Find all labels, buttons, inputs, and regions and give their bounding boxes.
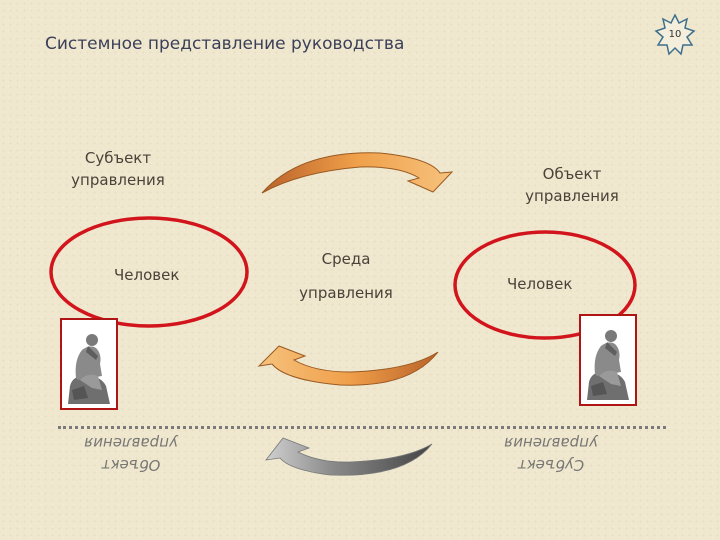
- right-mirrored-line1: Субъект: [517, 456, 585, 474]
- bottom-curved-arrow: [257, 345, 439, 386]
- left-mirrored-label: Объект управления: [66, 432, 196, 476]
- object-heading-line1: Объект: [542, 165, 602, 183]
- thinker-statue-icon: [581, 316, 635, 404]
- right-mirrored-line2: управления: [504, 434, 598, 452]
- right-mirrored-label: Субъект управления: [486, 432, 616, 476]
- object-person-label: Человек: [507, 275, 573, 293]
- top-curved-arrow: [261, 152, 454, 194]
- subject-ellipse: [49, 216, 249, 328]
- object-ellipse: [453, 230, 637, 340]
- subject-heading-line2: управления: [71, 171, 165, 189]
- subject-heading: Субъект управления: [62, 147, 174, 191]
- page-number: 10: [668, 29, 682, 40]
- environment-label-line2: управления: [299, 284, 393, 302]
- object-heading: Объект управления: [512, 163, 632, 207]
- right-thinker-image: [579, 314, 637, 406]
- reflection-divider: [58, 426, 666, 429]
- subject-heading-line1: Субъект: [84, 149, 152, 167]
- subject-person-label: Человек: [114, 266, 180, 284]
- thinker-statue-icon: [62, 320, 116, 408]
- left-mirrored-line1: Объект: [101, 456, 161, 474]
- star-badge-icon: [654, 13, 696, 56]
- left-mirrored-line2: управления: [84, 434, 178, 452]
- object-heading-line2: управления: [525, 187, 619, 205]
- left-thinker-image: [60, 318, 118, 410]
- environment-label: Среда управления: [288, 248, 404, 304]
- slide-title: Системное представление руководства: [45, 34, 405, 54]
- environment-label-line1: Среда: [321, 250, 371, 268]
- gray-reflection-arrow: [265, 437, 433, 476]
